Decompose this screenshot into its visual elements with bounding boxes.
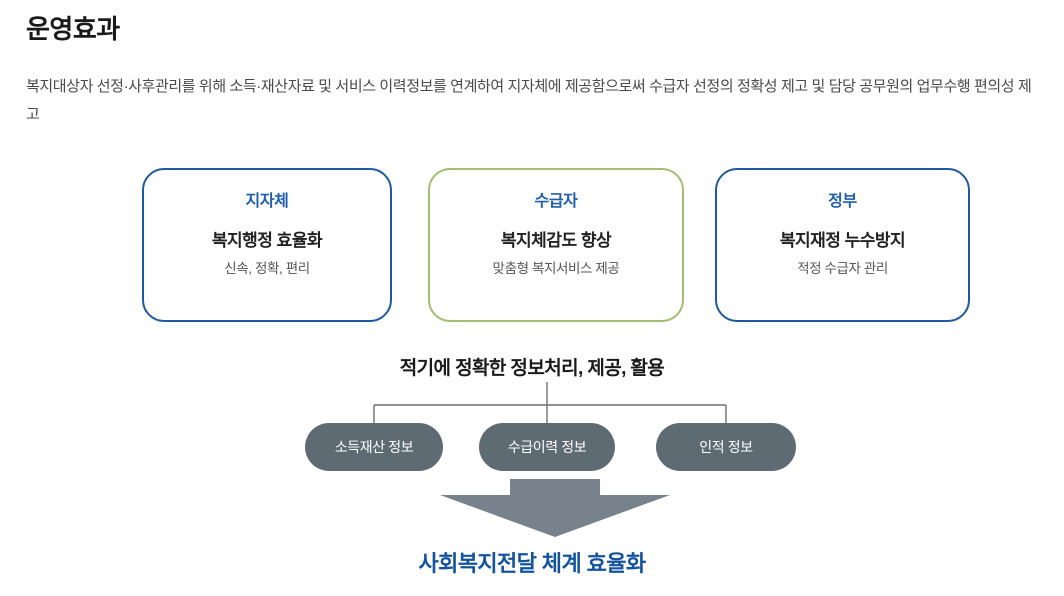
- info-chip-label: 인적 정보: [699, 439, 753, 455]
- page-title: 운영효과: [26, 14, 120, 44]
- benefit-card-title: 정부: [828, 193, 857, 210]
- conclusion-text: 사회복지전달 체계 효율화: [418, 551, 646, 576]
- benefit-card-main-text: 복지재정 누수방지: [779, 231, 906, 250]
- down-arrow-icon: [440, 479, 670, 537]
- benefit-cards-row: 지자체 복지행정 효율화 신속, 정확, 편리 수급자 복지체감도 향상 맞춤형…: [142, 168, 970, 324]
- benefit-card-title: 지자체: [245, 193, 289, 210]
- info-chip-personal[interactable]: 인적 정보: [656, 423, 796, 471]
- info-chips-row: 소득재산 정보 수급이력 정보 인적 정보: [0, 423, 1064, 471]
- benefit-card-main-text: 복지체감도 향상: [500, 231, 612, 250]
- benefit-card-government: 정부 복지재정 누수방지 적정 수급자 관리: [715, 168, 970, 322]
- info-chip-benefit-history[interactable]: 수급이력 정보: [479, 423, 615, 471]
- process-headline: 적기에 정확한 정보처리, 제공, 활용: [399, 358, 665, 379]
- connector-lines: [373, 382, 727, 424]
- benefit-card-local-government: 지자체 복지행정 효율화 신속, 정확, 편리: [142, 168, 392, 322]
- info-chip-label: 수급이력 정보: [507, 439, 587, 455]
- info-chip-label: 소득재산 정보: [334, 439, 414, 455]
- info-chip-income-assets[interactable]: 소득재산 정보: [305, 423, 443, 471]
- benefit-card-sub-text: 맞춤형 복지서비스 제공: [492, 261, 620, 276]
- benefit-card-title: 수급자: [534, 193, 578, 210]
- benefit-card-sub-text: 신속, 정확, 편리: [224, 261, 310, 276]
- benefit-card-beneficiary: 수급자 복지체감도 향상 맞춤형 복지서비스 제공: [428, 168, 684, 322]
- benefit-card-sub-text: 적정 수급자 관리: [797, 261, 888, 276]
- page-description: 복지대상자 선정·사후관리를 위해 소득·재산자료 및 서비스 이력정보를 연계…: [26, 78, 1032, 123]
- benefit-card-main-text: 복지행정 효율화: [211, 231, 323, 250]
